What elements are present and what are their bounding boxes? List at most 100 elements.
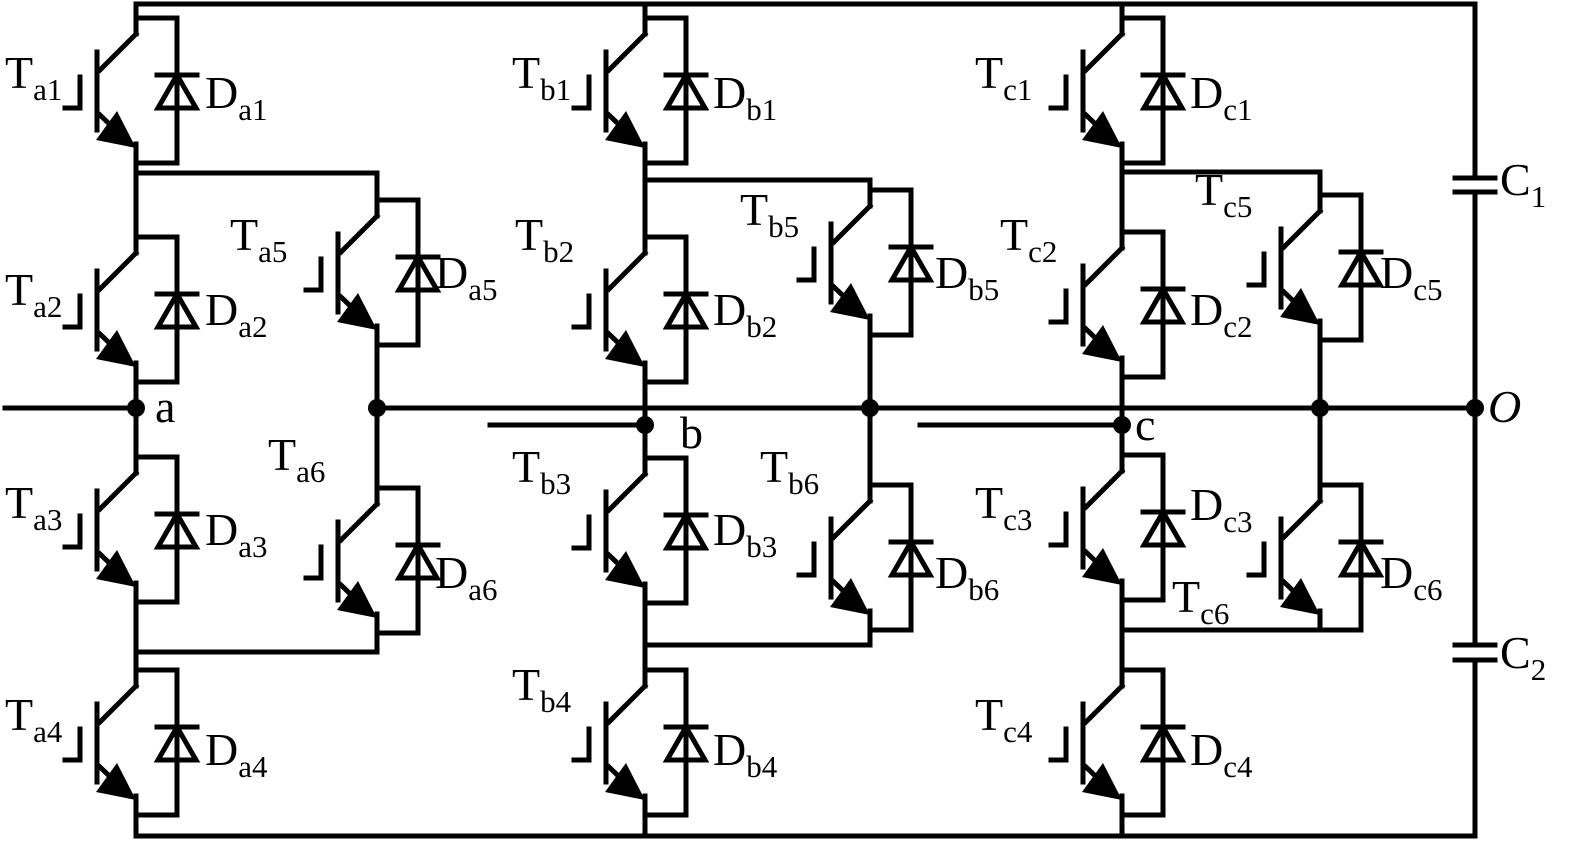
label-Tc2-main: T bbox=[1000, 209, 1028, 260]
gate-terminal bbox=[62, 726, 83, 763]
label-Da3-main: D bbox=[205, 504, 238, 555]
label-Tb1-subscript: b1 bbox=[540, 72, 571, 107]
gate-terminal bbox=[303, 256, 324, 293]
junction-dot bbox=[1466, 399, 1484, 417]
label-Dc6: Dc6 bbox=[1380, 547, 1443, 607]
label-Da2-main: D bbox=[205, 284, 238, 335]
label-Tc4-subscript: c4 bbox=[1003, 714, 1033, 749]
collector-diagonal bbox=[830, 497, 874, 541]
label-Db1-main: D bbox=[713, 67, 746, 118]
diode-icon-Da4 bbox=[133, 667, 201, 818]
diode-wire bbox=[867, 187, 914, 338]
diode-triangle bbox=[153, 508, 201, 550]
diode-icon-Dc1 bbox=[1119, 15, 1187, 166]
emitter-arrow-icon bbox=[1280, 288, 1320, 325]
diode-icon-Db3 bbox=[642, 455, 710, 606]
label-Dc4-subscript: c4 bbox=[1223, 749, 1253, 784]
diode-wire bbox=[1119, 229, 1166, 380]
switch-cell-a4 bbox=[62, 667, 201, 818]
label-Ta4-main: T bbox=[5, 689, 33, 740]
label-Ta4: Ta4 bbox=[5, 689, 63, 749]
label-Db6-subscript: b6 bbox=[968, 572, 999, 607]
label-Db4: Db4 bbox=[713, 724, 778, 784]
collector-diagonal bbox=[830, 202, 874, 246]
label-Ta5-main: T bbox=[230, 209, 258, 260]
diode-icon-Db1 bbox=[642, 15, 710, 166]
switch-cell-c1 bbox=[1048, 15, 1187, 166]
label-Tc1-subscript: c1 bbox=[1003, 72, 1032, 107]
switch-cell-a5 bbox=[303, 197, 442, 348]
label-Tc6: Tc6 bbox=[1172, 571, 1229, 631]
label-Ta2-main: T bbox=[5, 264, 33, 315]
junction-dot bbox=[1311, 399, 1329, 417]
emitter-arrow-icon bbox=[830, 578, 870, 615]
label-C2: C2 bbox=[1500, 627, 1546, 687]
diode-triangle bbox=[1337, 246, 1385, 288]
collector-diagonal bbox=[337, 212, 381, 256]
label-Tb6-subscript: b6 bbox=[788, 466, 819, 501]
gate-terminal bbox=[796, 246, 817, 283]
diode-wire bbox=[374, 485, 421, 636]
diode-triangle bbox=[1139, 69, 1187, 111]
diode-icon-Db4 bbox=[642, 667, 710, 818]
igbt-icon-Tb3 bbox=[571, 455, 649, 606]
igbt-icon-Tc5 bbox=[1246, 192, 1324, 343]
emitter-arrow-icon bbox=[605, 763, 645, 800]
collector-diagonal bbox=[1280, 497, 1324, 541]
collector-diagonal bbox=[1082, 467, 1126, 511]
emitter-arrow-icon bbox=[1082, 325, 1122, 362]
diode-triangle bbox=[153, 721, 201, 763]
label-Tb4-main: T bbox=[512, 659, 540, 710]
node-label-c: c bbox=[1135, 399, 1155, 450]
gate-terminal bbox=[571, 726, 592, 763]
label-Tc4: Tc4 bbox=[975, 689, 1033, 749]
switch-cell-b3 bbox=[571, 455, 710, 606]
emitter-arrow-icon bbox=[1082, 111, 1122, 148]
emitter-arrow-icon bbox=[96, 550, 136, 587]
gate-terminal bbox=[303, 544, 324, 581]
gate-terminal bbox=[62, 74, 83, 111]
collector-diagonal bbox=[605, 30, 649, 74]
label-Dc3-main: D bbox=[1190, 479, 1223, 530]
switch-cell-a2 bbox=[62, 234, 201, 385]
label-Da1-subscript: a1 bbox=[238, 92, 267, 127]
gate-terminal bbox=[571, 293, 592, 330]
diode-wire bbox=[133, 667, 180, 818]
diode-wire bbox=[1317, 192, 1364, 343]
label-Da6-main: D bbox=[435, 547, 468, 598]
igbt-icon-Tb6 bbox=[796, 482, 874, 633]
label-Db2: Db2 bbox=[713, 284, 777, 344]
diode-icon-Db2 bbox=[642, 234, 710, 385]
label-Ta6: Ta6 bbox=[268, 429, 325, 489]
label-Tc3-main: T bbox=[975, 477, 1003, 528]
switch-cell-c4 bbox=[1048, 667, 1187, 818]
switch-cell-c6 bbox=[1246, 482, 1385, 633]
emitter-arrow-icon bbox=[1280, 578, 1320, 615]
label-Db5-main: D bbox=[935, 247, 968, 298]
igbt-icon-Ta2 bbox=[62, 234, 140, 385]
switch-cell-c2 bbox=[1048, 229, 1187, 380]
label-Da2-subscript: a2 bbox=[238, 309, 267, 344]
label-Dc4: Dc4 bbox=[1190, 724, 1253, 784]
gate-terminal bbox=[1048, 726, 1069, 763]
diode-wire bbox=[1119, 667, 1166, 818]
gate-terminal bbox=[62, 293, 83, 330]
label-Dc1: Dc1 bbox=[1190, 67, 1253, 127]
igbt-icon-Ta4 bbox=[62, 667, 140, 818]
igbt-icon-Tb4 bbox=[571, 667, 649, 818]
igbt-icon-Tb5 bbox=[796, 187, 874, 338]
label-Tb5-subscript: b5 bbox=[768, 209, 799, 244]
label-Tb3: Tb3 bbox=[512, 441, 571, 501]
label-Tb6: Tb6 bbox=[760, 441, 819, 501]
label-Da1: Da1 bbox=[205, 67, 268, 127]
diode-triangle bbox=[662, 288, 710, 330]
switch-cell-c5 bbox=[1246, 192, 1385, 343]
label-Da1-main: D bbox=[205, 67, 238, 118]
capacitor-icon-C2 bbox=[1452, 642, 1498, 663]
label-Da5-main: D bbox=[435, 247, 468, 298]
label-Ta6-subscript: a6 bbox=[296, 454, 325, 489]
gate-terminal bbox=[1048, 511, 1069, 548]
collector-diagonal bbox=[96, 30, 140, 74]
switch-cell-b2 bbox=[571, 234, 710, 385]
